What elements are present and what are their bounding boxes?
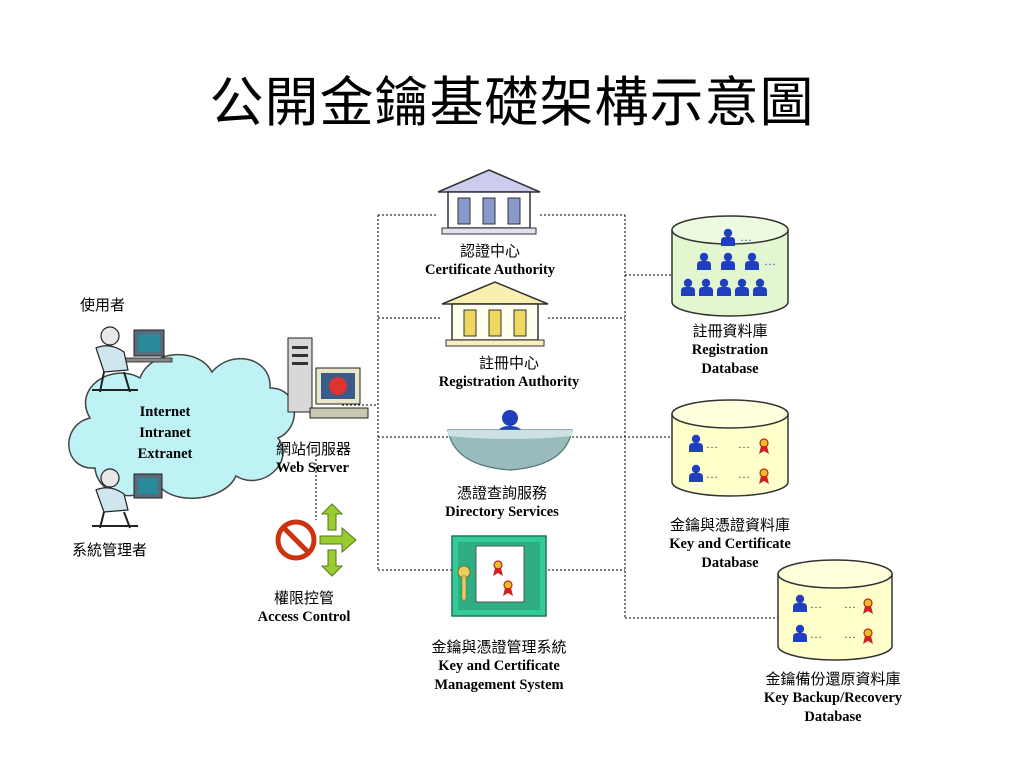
certificate-authority-label: 認證中心 Certificate Authority <box>400 242 580 280</box>
backup-db-label-en2: Database <box>804 709 862 725</box>
access-control-label-zh: 權限控管 <box>273 589 334 607</box>
key-cert-db-icon: … … … … <box>671 399 789 497</box>
directory-services-label: 憑證查詢服務 Directory Services <box>410 484 594 522</box>
ra-label-zh: 註冊中心 <box>478 354 539 372</box>
key-cert-db-label: 金鑰與憑證資料庫 Key and Certificate Database <box>644 516 816 573</box>
key-cert-db-label-zh: 金鑰與憑證資料庫 <box>669 516 790 534</box>
directory-services-icon <box>447 410 573 471</box>
user-label-zh: 使用者 <box>80 296 126 314</box>
registration-db-label-zh: 註冊資料庫 <box>692 322 768 340</box>
svg-text:…: … <box>706 437 718 451</box>
web-server-label: 網站伺服器 Web Server <box>276 440 351 478</box>
access-control-icon <box>275 503 357 577</box>
certificate-authority-icon <box>437 169 541 235</box>
registration-db-label-en2: Database <box>701 361 759 377</box>
access-control-label-en: Access Control <box>257 609 351 625</box>
web-server-label-en: Web Server <box>276 460 349 476</box>
user-label: 使用者 <box>80 296 125 316</box>
kcms-label-zh: 金鑰與憑證管理系統 <box>431 638 567 656</box>
cloud-line-intranet: Intranet <box>139 425 191 441</box>
registration-db-label: 註冊資料庫 Registration Database <box>668 322 792 379</box>
cloud-label: Internet Intranet Extranet <box>120 402 210 465</box>
cloud-line-internet: Internet <box>139 404 191 420</box>
access-control-label: 權限控管 Access Control <box>236 589 372 627</box>
admin-icon <box>92 468 163 529</box>
ca-label-en: Certificate Authority <box>424 262 556 278</box>
backup-db-label: 金鑰備份還原資料庫 Key Backup/Recovery Database <box>736 670 930 727</box>
kcms-label-en2: Management System <box>434 677 564 693</box>
svg-text:…: … <box>810 597 822 611</box>
admin-label: 系統管理者 <box>72 541 147 561</box>
kcms-label: 金鑰與憑證管理系統 Key and Certificate Management… <box>400 638 598 695</box>
svg-text:…: … <box>706 467 718 481</box>
svg-text:…: … <box>810 627 822 641</box>
svg-text:…: … <box>738 437 750 451</box>
svg-text:…: … <box>738 467 750 481</box>
registration-db-icon: … … <box>671 215 789 317</box>
web-server-icon <box>287 337 369 419</box>
backup-db-label-zh: 金鑰備份還原資料庫 <box>765 670 901 688</box>
backup-db-icon: … … … … <box>777 559 893 661</box>
svg-text:…: … <box>844 627 856 641</box>
registration-db-label-en1: Registration <box>691 342 769 358</box>
ca-label-zh: 認證中心 <box>459 242 520 260</box>
kcms-icon <box>451 535 547 617</box>
page-title: 公開金鑰基礎架構示意圖 <box>209 71 815 134</box>
svg-text:…: … <box>740 230 752 244</box>
connector-lines <box>315 214 780 619</box>
directory-label-en: Directory Services <box>445 504 559 520</box>
admin-label-zh: 系統管理者 <box>72 541 148 559</box>
registration-authority-label: 註冊中心 Registration Authority <box>404 354 614 392</box>
key-cert-db-label-en1: Key and Certificate <box>669 536 791 552</box>
registration-authority-icon <box>441 281 549 347</box>
svg-text:…: … <box>764 254 776 268</box>
kcms-label-en1: Key and Certificate <box>438 658 560 674</box>
ra-label-en: Registration Authority <box>438 374 580 390</box>
cloud-line-extranet: Extranet <box>137 446 193 462</box>
directory-label-zh: 憑證查詢服務 <box>456 484 547 502</box>
svg-text:…: … <box>844 597 856 611</box>
user-icon <box>92 326 173 393</box>
key-cert-db-label-en2: Database <box>701 555 759 571</box>
backup-db-label-en1: Key Backup/Recovery <box>763 690 903 706</box>
web-server-label-zh: 網站伺服器 <box>276 440 352 458</box>
